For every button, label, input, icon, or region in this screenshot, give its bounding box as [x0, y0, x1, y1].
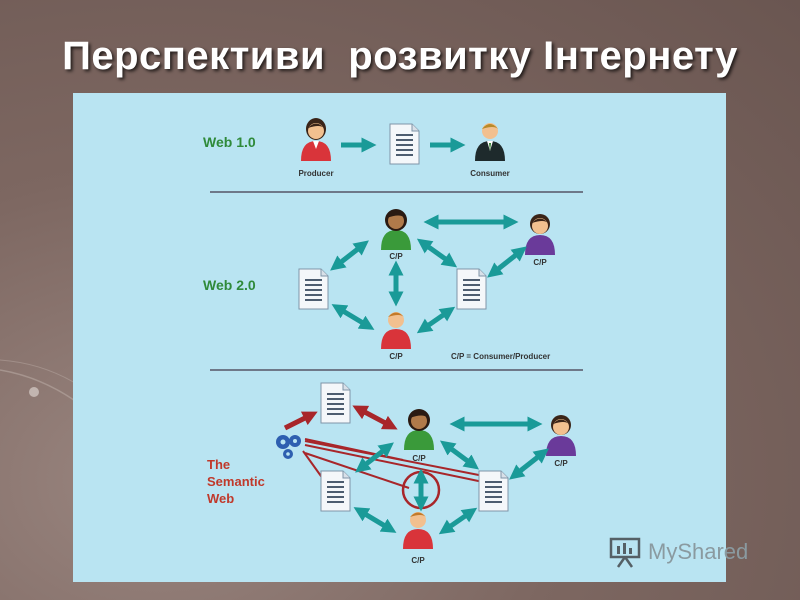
diagram-panel: Web 1.0 Producer Consumer Web 2.0 C/P C/… [73, 93, 726, 582]
web2-green-person-icon [381, 209, 411, 250]
semantic-label-line3: Web [207, 491, 234, 506]
semantic-arrow-br [438, 507, 478, 535]
web2-legend: C/P = Consumer/Producer [451, 352, 550, 361]
semantic-link-2 [304, 440, 490, 478]
semantic-purple-person-icon [546, 415, 576, 456]
semantic-link-3 [304, 444, 489, 484]
semantic-document-right-icon [478, 470, 509, 512]
semantic-arrow-tl [355, 442, 394, 473]
semantic-arrow-gear-doc [283, 411, 318, 431]
semantic-arrow-tr [439, 440, 480, 470]
semantic-arrow-bl [353, 507, 397, 533]
watermark: MyShared [608, 535, 748, 569]
presentation-board-icon [609, 537, 641, 568]
web2-arrow-tr [416, 238, 458, 268]
slide-title: Перспективи розвитку Інтернету [62, 34, 738, 78]
semantic-document-top-icon [320, 382, 351, 424]
gears-icon [276, 435, 301, 459]
semantic-cp-label-top: C/P [412, 454, 426, 463]
producer-person-icon [301, 118, 331, 161]
consumer-person-icon [475, 123, 505, 161]
web2-red-person-icon [381, 312, 411, 349]
web2-cp-label-right: C/P [533, 258, 547, 267]
semantic-cp-label-right: C/P [554, 459, 568, 468]
web2-arrow-right [487, 246, 527, 278]
web2-arrow-bl [331, 304, 375, 330]
web1-document-icon [389, 123, 420, 165]
semantic-label-line1: The [207, 457, 230, 472]
producer-label: Producer [298, 169, 333, 178]
semantic-green-person-icon [404, 409, 434, 450]
consumer-label: Consumer [470, 169, 510, 178]
web2-document-right-icon [456, 268, 487, 310]
web2-cp-label-top: C/P [389, 252, 403, 261]
semantic-arrow-right [509, 448, 549, 480]
web2-cp-label-bottom: C/P [389, 352, 403, 361]
web-evolution-diagram: Web 1.0 Producer Consumer Web 2.0 C/P C/… [203, 118, 583, 565]
web2-document-left-icon [298, 268, 329, 310]
web2-arrow-tl [330, 240, 369, 271]
semantic-cp-label-bottom: C/P [411, 556, 425, 565]
semantic-arrow-doc-person [352, 405, 398, 430]
semantic-label-line2: Semantic [207, 474, 265, 489]
web2-label: Web 2.0 [203, 277, 256, 293]
web2-purple-person-icon [525, 214, 555, 255]
semantic-document-left-icon [320, 470, 351, 512]
web2-arrow-br [416, 306, 456, 334]
semantic-red-person-icon [403, 512, 433, 549]
web1-label: Web 1.0 [203, 134, 256, 150]
watermark-text: MyShared [648, 539, 749, 564]
